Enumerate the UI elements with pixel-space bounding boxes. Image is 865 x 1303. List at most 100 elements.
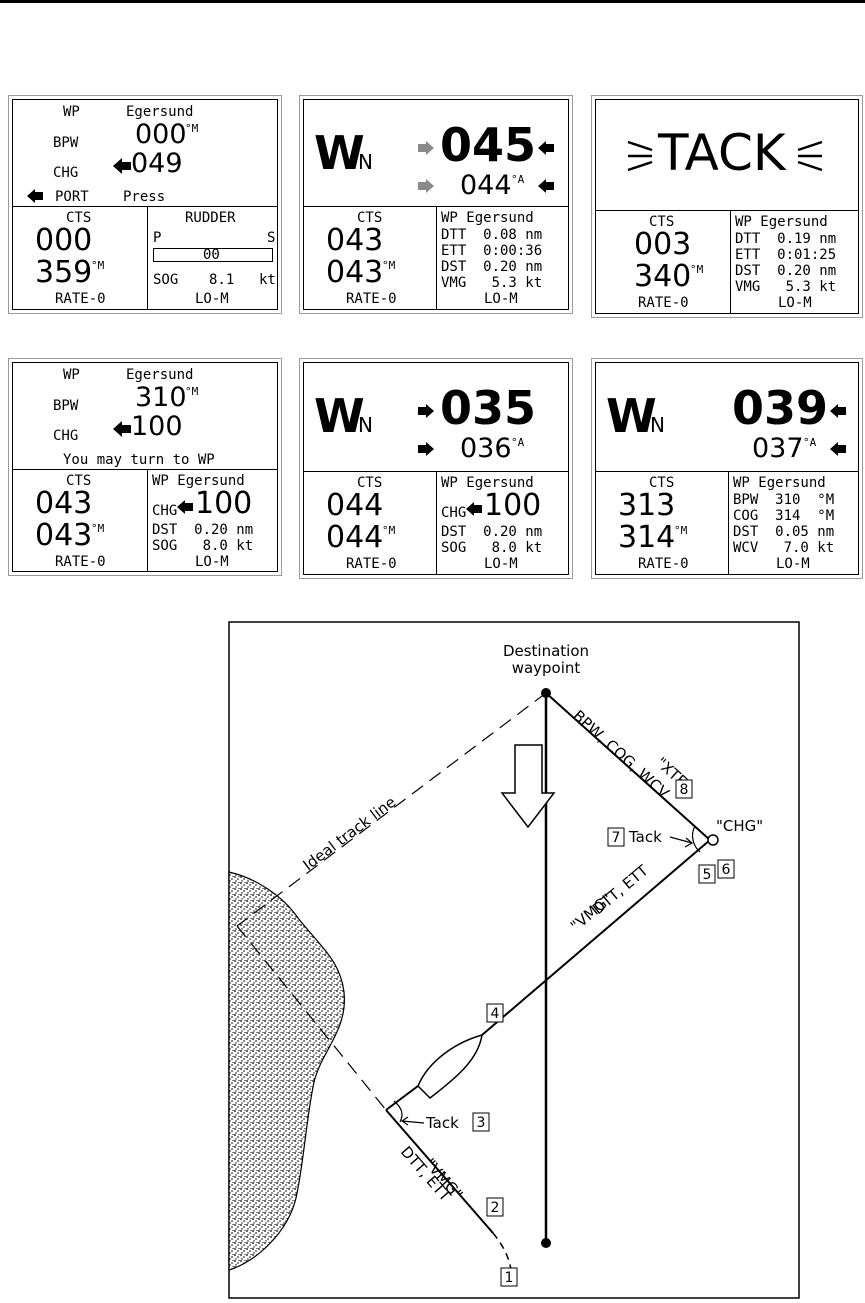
tack-text: TACK <box>658 124 786 182</box>
small-unit: °A <box>511 173 525 186</box>
data-row: DTT 0.08 nm <box>441 227 543 243</box>
wp-name: Egersund <box>126 367 194 383</box>
data-row: ETT 0:00:36 <box>441 243 543 259</box>
data-row: DST 0.20 nm <box>441 524 543 540</box>
wind-sub: N <box>358 413 373 437</box>
divider <box>13 206 277 207</box>
tack-arc <box>691 825 701 853</box>
port-side-label: P <box>153 230 162 246</box>
mode-label: LO-M <box>195 554 229 570</box>
rate-label: RATE-0 <box>346 291 397 307</box>
big-value: 045 <box>440 118 537 172</box>
arrow-left-icon <box>113 421 131 437</box>
display-panel-1: WP Egersund BPW 000 °M CHG 049 PORT Pres… <box>8 95 282 314</box>
heading-value: 043 <box>326 255 384 290</box>
wp-name: Egersund <box>126 104 194 120</box>
step-1-box <box>500 1267 518 1287</box>
arrow-right-icon <box>418 179 434 193</box>
step-2: 2 <box>491 1200 500 1216</box>
step-8-box <box>675 779 693 799</box>
step-2-box <box>486 1197 504 1217</box>
cts-label: CTS <box>357 210 383 226</box>
mode-label: LO-M <box>778 295 812 311</box>
data-row: WCV 7.0 kt <box>733 540 835 556</box>
data-row: VMG 5.3 kt <box>735 279 837 295</box>
data-row: DST 0.05 nm <box>733 524 835 540</box>
small-unit: °A <box>511 436 525 449</box>
ideal-track-label: Ideal track line <box>300 793 400 874</box>
step-5: 5 <box>703 867 712 883</box>
mode-label: LO-M <box>776 556 810 572</box>
cts-label: CTS <box>649 475 675 491</box>
chg-big-value: 100 <box>484 488 542 523</box>
sog-unit: kt <box>259 272 276 288</box>
small-value: 036 <box>460 433 512 464</box>
arrow-left-icon <box>466 502 482 516</box>
display-panel-3: TACK CTS 003 340 °M RATE-0 WP Egersund D… <box>591 95 863 318</box>
step-1: 1 <box>505 1270 514 1286</box>
display-panel-2: W N 045 044 °A CTS 043 043 °M RATE-0 WP … <box>299 95 573 314</box>
step-3-box <box>472 1112 490 1132</box>
cts-label: CTS <box>66 210 92 226</box>
data-row: DST 0.20 nm <box>735 263 837 279</box>
heading-unit: °M <box>674 524 688 537</box>
wp-header: WP Egersund <box>733 475 826 491</box>
rudder-label: RUDDER <box>185 210 236 226</box>
press-label: Press <box>123 189 166 205</box>
wp-header: WP Egersund <box>735 214 828 230</box>
small-unit: °A <box>803 436 817 449</box>
step-8: 8 <box>680 782 689 798</box>
wind-label: W <box>606 389 657 443</box>
rate-label: RATE-0 <box>55 554 106 570</box>
bpw-label: BPW <box>53 135 79 151</box>
divider <box>596 210 858 211</box>
xte-leg <box>545 692 711 841</box>
boat-icon <box>417 1033 483 1099</box>
chg-small-label: CHG <box>152 503 178 519</box>
cts-value: 043 <box>326 223 384 258</box>
arrow-left-icon <box>830 404 846 418</box>
data-row: DTT 0.19 nm <box>735 231 837 247</box>
cts-label: CTS <box>66 473 92 489</box>
bpw-cog-wcv-label: BPW, COG, WCV <box>569 707 673 803</box>
destination-label: Destination <box>503 642 589 660</box>
heading-unit: °M <box>91 259 105 272</box>
rate-label: RATE-0 <box>346 556 397 572</box>
wind-sub: N <box>650 413 665 437</box>
wp-label: WP <box>63 104 80 120</box>
data-row: DST 0.20 nm <box>441 259 543 275</box>
tack-leg-1 <box>385 1085 419 1111</box>
divider <box>728 471 729 574</box>
small-value: 037 <box>752 433 804 464</box>
mode-label: LO-M <box>484 291 518 307</box>
sog-label: SOG <box>153 272 179 288</box>
wp-header: WP Egersund <box>441 475 534 491</box>
cts-label: CTS <box>649 214 675 230</box>
cts-value: 313 <box>618 488 676 523</box>
big-value: 035 <box>440 381 537 435</box>
wind-label: W <box>314 126 365 180</box>
port-label: PORT <box>55 189 89 205</box>
chg-label: CHG <box>53 428 79 444</box>
ideal-track-line-inshore <box>236 925 387 1111</box>
bpw-value: 310 <box>135 382 187 413</box>
wp-header: WP Egersund <box>152 473 245 489</box>
start-track <box>385 1109 494 1234</box>
heading-value: 044 <box>326 520 384 555</box>
rate-label: RATE-0 <box>55 291 106 307</box>
heading-unit: °M <box>91 522 105 535</box>
wp-label: WP <box>63 367 80 383</box>
data-row: BPW 310 °M <box>733 492 835 508</box>
display-panel-6: W N 039 037 °A CTS 313 314 °M RATE-0 WP … <box>591 358 863 579</box>
divider <box>13 469 277 470</box>
wind-sub: N <box>358 150 373 174</box>
data-row: COG 314 °M <box>733 508 835 524</box>
arrow-left-icon <box>177 500 193 514</box>
chg-point-marker <box>707 834 719 846</box>
display-panel-5: W N 035 036 °A CTS 044 044 °M RATE-0 WP … <box>299 358 573 579</box>
rate-label: RATE-0 <box>638 556 689 572</box>
arrow-left-icon <box>538 179 554 193</box>
heading-value: 340 <box>634 259 692 294</box>
step-7: 7 <box>612 830 621 846</box>
tack-label: Tack <box>425 1114 459 1132</box>
